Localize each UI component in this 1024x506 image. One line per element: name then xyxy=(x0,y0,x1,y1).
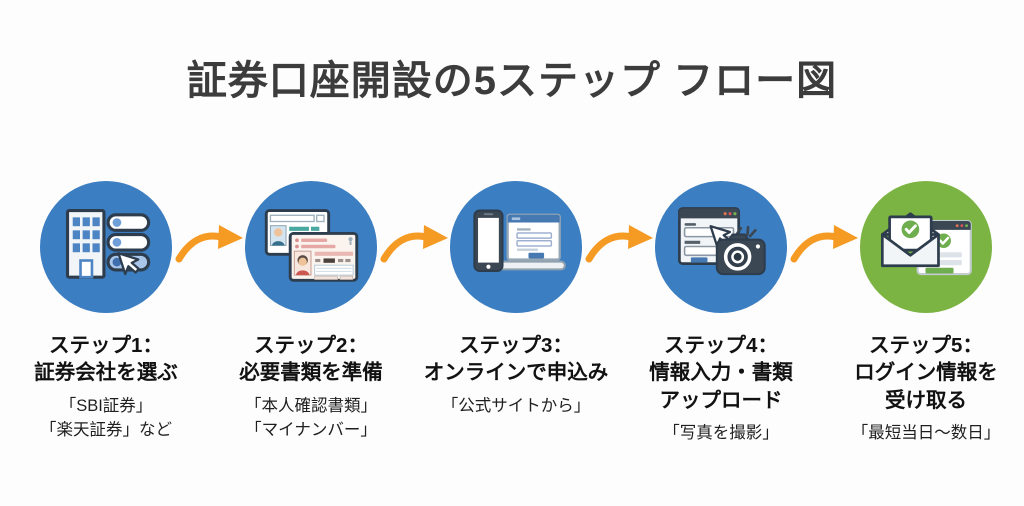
smartphone xyxy=(473,209,504,272)
step-3-circle xyxy=(450,181,582,313)
step-3-label: ステップ3： オンラインで申込み xyxy=(423,334,609,385)
step-3-note: 「公式サイトから」 xyxy=(441,396,591,415)
page-title: 証券口座開設の5ステップ フロー図 xyxy=(186,59,838,103)
step-5: ステップ5： ログイン情報を 受け取る 「最短当日〜数日」 xyxy=(821,181,1024,446)
step-2: ステップ2： 必要書類を準備 「本人確認書類」 「マイナンバー」 xyxy=(206,181,416,443)
mascot-mark xyxy=(348,237,353,245)
step-3: ステップ3： オンラインで申込み 「公式サイトから」 xyxy=(411,181,621,418)
step-4-label: ステップ4： 情報入力・書類 アップロード xyxy=(649,334,793,412)
flow-arrow-icon xyxy=(583,218,655,264)
step-2-circle xyxy=(245,181,377,313)
flash-lines xyxy=(735,225,757,238)
building-door xyxy=(79,259,94,279)
flow-arrow-icon xyxy=(173,218,245,264)
step-1-label: ステップ1： 証券会社を選ぶ xyxy=(34,334,178,385)
step-5-circle xyxy=(860,181,992,313)
step-4-note: 「写真を撮影」 xyxy=(663,423,779,442)
step-5-note: 「最短当日〜数日」 xyxy=(851,423,1001,442)
step-2-note: 「本人確認書類」 「マイナンバー」 xyxy=(245,396,377,440)
building-and-list-icon xyxy=(65,209,151,279)
phone-laptop-icon xyxy=(473,209,566,272)
step-4-circle xyxy=(655,181,787,313)
envelope-icon xyxy=(880,212,940,268)
step-4: ステップ4： 情報入力・書類 アップロード 「写真を撮影」 xyxy=(616,181,826,446)
form-camera-icon xyxy=(678,207,766,276)
laptop xyxy=(497,213,566,271)
building xyxy=(65,209,106,279)
mail-confirmation-icon xyxy=(880,212,972,276)
cursor-icon xyxy=(117,252,140,276)
step-2-label: ステップ2： 必要書類を準備 xyxy=(239,334,383,385)
camera-icon xyxy=(715,225,766,276)
step-1-circle xyxy=(40,181,172,313)
id-card-front xyxy=(288,232,359,282)
step-1-note: 「SBI証券」 「楽天証券」など xyxy=(40,396,172,440)
step-1: ステップ1： 証券会社を選ぶ 「SBI証券」 「楽天証券」など xyxy=(1,181,211,443)
id-cards-icon xyxy=(264,209,359,282)
step-5-label: ステップ5： ログイン情報を 受け取る xyxy=(854,334,998,412)
flow-arrow-icon xyxy=(788,218,860,264)
flow-arrow-icon xyxy=(378,218,450,264)
